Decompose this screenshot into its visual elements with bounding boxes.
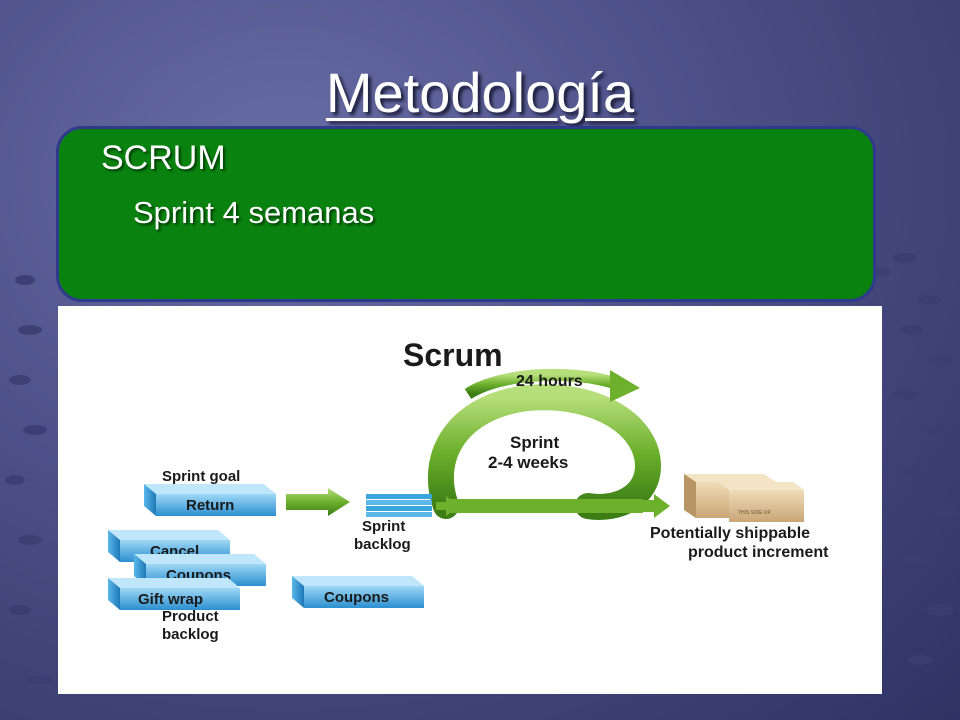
sprint-goal-label: Sprint goal bbox=[162, 468, 240, 485]
bullet-sprint-duration: Sprint 4 semanas bbox=[133, 195, 375, 230]
product-backlog-label-line2: backlog bbox=[162, 626, 219, 643]
arrow-to-sprint-backlog bbox=[286, 488, 350, 516]
giftwrap-block bbox=[108, 578, 240, 610]
cycle-label: 24 hours bbox=[516, 373, 583, 390]
box-stamp: THIS SIDE UP bbox=[738, 510, 771, 516]
coupons-block-2 bbox=[292, 576, 424, 608]
giftwrap-block-label: Gift wrap bbox=[138, 591, 203, 608]
scrum-diagram: Scrum 24 hours Sprint 2-4 weeks Sprint g… bbox=[58, 306, 882, 694]
return-block-label: Return bbox=[186, 497, 234, 514]
slide-title: Metodología bbox=[325, 61, 635, 124]
scrum-diagram-svg: Scrum 24 hours Sprint 2-4 weeks Sprint g… bbox=[108, 337, 829, 643]
diagram-title: Scrum bbox=[403, 337, 503, 373]
bullet-scrum: SCRUM bbox=[101, 139, 226, 177]
product-boxes bbox=[684, 474, 804, 522]
coupons-block-2-label: Coupons bbox=[324, 589, 389, 606]
return-block bbox=[144, 484, 276, 516]
arrow-to-cycle bbox=[436, 496, 460, 516]
increment-label-line2: product increment bbox=[688, 544, 829, 561]
sprint-backlog-stack bbox=[366, 494, 432, 517]
sprint-label-line1: Sprint bbox=[510, 433, 559, 452]
sprint-label-line2: 2-4 weeks bbox=[488, 453, 568, 472]
sprint-backlog-label-line2: backlog bbox=[354, 536, 411, 553]
increment-label-line1: Potentially shippable bbox=[650, 525, 810, 542]
product-backlog-label-line1: Product bbox=[162, 608, 219, 625]
content-box: SCRUM Sprint 4 semanas bbox=[56, 126, 876, 302]
arrow-to-increment bbox=[643, 494, 670, 518]
sprint-cycle-arrow bbox=[427, 368, 662, 520]
sprint-backlog-label-line1: Sprint bbox=[362, 518, 405, 535]
